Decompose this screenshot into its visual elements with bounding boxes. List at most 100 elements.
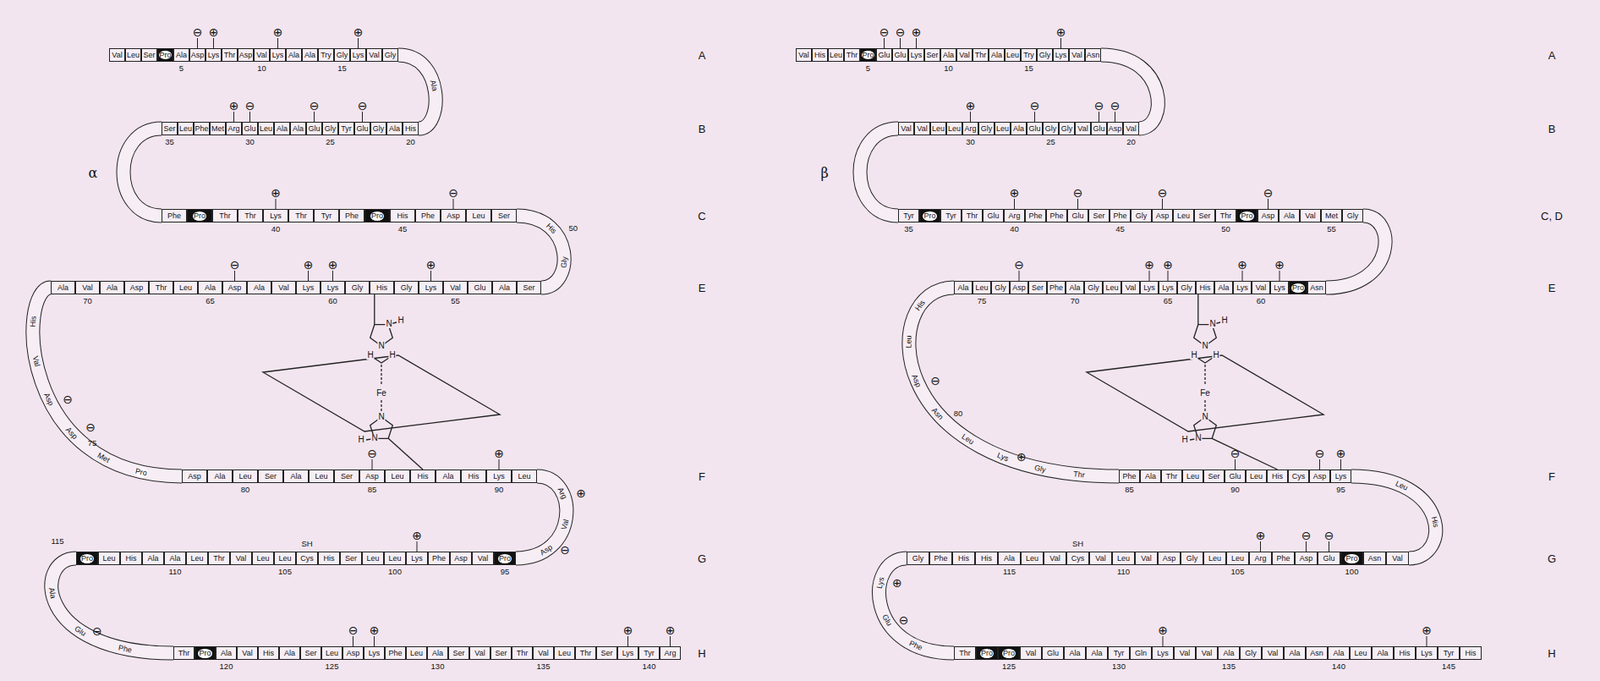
residue-box: Val bbox=[1299, 208, 1321, 223]
residue-name: Ala bbox=[175, 51, 187, 60]
residue-box: His bbox=[369, 280, 395, 295]
residue-box: Glu bbox=[876, 48, 893, 62]
residue-name: Asp bbox=[446, 212, 461, 220]
residue-number: 25 bbox=[325, 137, 335, 147]
residue-name: Gly bbox=[1180, 284, 1193, 292]
residue-box: Val bbox=[1123, 121, 1140, 136]
charge-sign: ⊖ bbox=[1230, 447, 1241, 460]
charge-stem bbox=[213, 38, 214, 49]
residue-name: Gly bbox=[324, 125, 337, 133]
chain-band bbox=[860, 128, 899, 216]
residue-name: Leu bbox=[238, 472, 252, 481]
charge-stem bbox=[1319, 459, 1321, 470]
residue-box: Thr bbox=[511, 646, 533, 660]
residue-name: Tyr bbox=[945, 212, 957, 220]
charge-sign: ⊖ bbox=[348, 624, 359, 636]
residue-name: Phe bbox=[388, 649, 402, 658]
charge-sign: ⊕ bbox=[273, 26, 284, 39]
heme-atom: H bbox=[1189, 350, 1198, 360]
residue-name: Ala bbox=[290, 472, 302, 481]
residue-name: Ala bbox=[1332, 649, 1344, 658]
residue-name: Glu bbox=[243, 125, 256, 133]
heme-atom: H bbox=[388, 350, 396, 360]
residue-name: Asp bbox=[191, 51, 205, 60]
charge-stem bbox=[361, 111, 363, 122]
residue-box: Lys bbox=[1052, 48, 1069, 62]
heme-atom: N bbox=[1200, 412, 1209, 422]
residue-name: Arg bbox=[964, 125, 976, 133]
charge-sign: ⊖ bbox=[448, 186, 459, 199]
residue-name: Pro bbox=[1002, 648, 1016, 658]
heme-atom: H bbox=[1180, 435, 1189, 444]
residue-box: Gly bbox=[1130, 208, 1152, 223]
residue-name: Lys bbox=[410, 554, 423, 563]
helix-letter: B bbox=[698, 123, 707, 135]
charge-stem bbox=[1034, 111, 1036, 122]
residue-name: Lys bbox=[910, 51, 923, 60]
residue-name: Thr bbox=[975, 51, 987, 60]
charge-stem bbox=[1149, 270, 1151, 281]
residue-box: His bbox=[317, 551, 340, 565]
chain-symbol: β bbox=[820, 166, 828, 181]
residue-name: Phe bbox=[1112, 212, 1127, 220]
heme-atom: H bbox=[1220, 316, 1228, 325]
residue-name: Leu bbox=[829, 51, 843, 60]
chain-band-outline bbox=[1351, 476, 1436, 559]
residue-name: His bbox=[126, 554, 137, 563]
residue-box: Gly bbox=[334, 48, 351, 62]
residue-name: Gly bbox=[1347, 212, 1359, 220]
residue-name: Glu bbox=[1046, 649, 1059, 658]
residue-name: Tyr bbox=[1443, 649, 1455, 658]
residue-name: Val bbox=[111, 51, 122, 60]
charge-stem bbox=[1279, 270, 1281, 281]
residue-name: Tyr bbox=[903, 212, 915, 220]
residue-box: Ala bbox=[1065, 280, 1085, 295]
residue-name: Ala bbox=[57, 284, 69, 292]
residue-box: Val bbox=[443, 280, 468, 295]
residue-name: Ala bbox=[213, 472, 225, 481]
residue-box: Gly bbox=[1042, 121, 1059, 136]
residue-number: 130 bbox=[1112, 662, 1126, 671]
residue-box: Tyr bbox=[1107, 646, 1130, 660]
residue-name: Phe bbox=[345, 212, 359, 220]
residue-box: Thr bbox=[1071, 467, 1088, 482]
heme-atom: H bbox=[396, 316, 405, 325]
charge-stem bbox=[416, 541, 418, 552]
residue-name: Phe bbox=[933, 554, 948, 563]
residue-box: Leu bbox=[173, 280, 198, 295]
residue-box: Phe bbox=[1046, 280, 1066, 295]
residue-box: Ser bbox=[141, 48, 158, 62]
charge-stem bbox=[234, 270, 236, 281]
residue-name: Val bbox=[798, 51, 809, 60]
residue-name: Val bbox=[31, 355, 41, 368]
residue-box: Ala bbox=[99, 280, 125, 295]
heme-atom: Fe bbox=[375, 389, 388, 398]
residue-box: Gly bbox=[906, 551, 930, 565]
residue-name: Leu bbox=[278, 554, 291, 563]
residue-box: Ala bbox=[142, 551, 165, 565]
residue-name: His bbox=[263, 649, 274, 658]
residue-box: Asp bbox=[222, 280, 247, 295]
residue-name: Pro bbox=[861, 50, 876, 61]
residue-name: Phe bbox=[432, 554, 446, 563]
residue-box: Pro bbox=[194, 646, 216, 660]
residue-name: Pro bbox=[370, 211, 384, 221]
residue-name: Phe bbox=[1122, 472, 1136, 481]
residue-box: Asp bbox=[1009, 280, 1029, 295]
chain-band-outline bbox=[860, 128, 899, 216]
residue-name: Asp bbox=[239, 51, 253, 60]
residue-box: Leu bbox=[1203, 551, 1227, 565]
residue-name: Leu bbox=[1186, 472, 1200, 481]
residue-number: 95 bbox=[500, 567, 510, 576]
residue-name: Phe bbox=[1276, 554, 1290, 563]
residue-name: Ala bbox=[991, 51, 1003, 60]
charge-sign: ⊕ bbox=[1016, 450, 1027, 463]
residue-name: Val bbox=[474, 649, 485, 658]
charge-sign: ⊖ bbox=[1013, 258, 1025, 271]
residue-number: 145 bbox=[1441, 662, 1456, 671]
residue-name: Ser bbox=[163, 125, 176, 133]
residue-box: Ala bbox=[197, 280, 223, 295]
residue-box: Try bbox=[1020, 48, 1037, 62]
charge-sign: ⊕ bbox=[270, 186, 281, 199]
residue-box: Ala bbox=[1139, 469, 1162, 483]
